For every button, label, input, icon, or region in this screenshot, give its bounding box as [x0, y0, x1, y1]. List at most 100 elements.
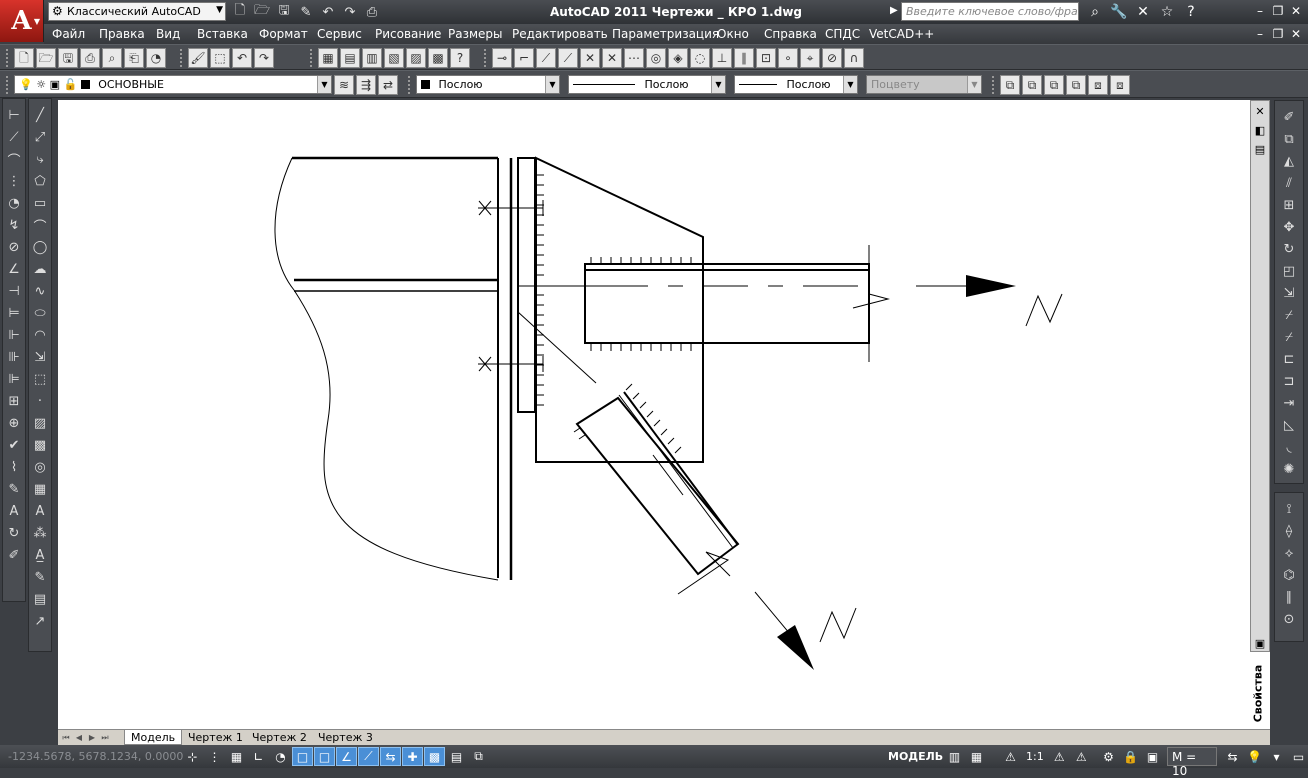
hatch-back-icon[interactable]: ⧈ — [1110, 74, 1130, 95]
tool-palettes-icon[interactable]: ▥ — [362, 47, 382, 68]
minimize-icon[interactable]: – — [1257, 4, 1263, 18]
ordinate-icon[interactable]: ⋮ — [7, 173, 21, 189]
clean-screen-icon[interactable]: ▭ — [1292, 749, 1305, 764]
bring-above-icon[interactable]: ⧉ — [1066, 74, 1086, 95]
none-snap-icon[interactable]: ⊘ — [822, 47, 842, 68]
baseline-icon[interactable]: ⊨ — [8, 305, 20, 321]
open-icon[interactable]: 🗁 — [253, 3, 271, 18]
from-icon[interactable]: ⌐ — [514, 47, 534, 68]
next-tab-icon[interactable]: ▶ — [88, 733, 96, 742]
constraint-parallel-icon[interactable]: ∥ — [1285, 589, 1293, 605]
menu-parametric[interactable]: Параметризация — [612, 27, 720, 41]
menu-draw[interactable]: Рисование — [375, 27, 442, 41]
ellipse-arc-icon[interactable]: ◠ — [34, 327, 46, 343]
copy-icon[interactable]: ⧉ — [1284, 131, 1294, 147]
properties-icon[interactable]: ▤ — [340, 47, 360, 68]
last-tab-icon[interactable]: ⏭ — [101, 733, 109, 742]
diameter-icon[interactable]: ⊘ — [8, 239, 20, 255]
quick-view-drawings-icon[interactable]: ▦ — [970, 749, 983, 764]
arc-length-icon[interactable]: ⌒ — [7, 153, 21, 169]
linetype-combo[interactable]: Послою ▼ — [568, 75, 726, 94]
point-icon[interactable]: · — [37, 393, 43, 409]
send-back-icon[interactable]: ⧉ — [1044, 74, 1064, 95]
drawing-canvas[interactable] — [58, 100, 1270, 730]
close-icon[interactable]: ✕ — [1255, 105, 1265, 118]
annotation-visibility-icon[interactable]: ⚠ — [1053, 749, 1065, 764]
node-icon[interactable]: ∘ — [778, 47, 798, 68]
rectangle-icon[interactable]: ▭ — [33, 195, 47, 211]
table-icon[interactable]: ▦ — [33, 481, 47, 497]
continue-icon[interactable]: ⊩ — [8, 327, 20, 343]
linear-dim-icon[interactable]: ⊢ — [8, 107, 20, 123]
infer-constraints-icon[interactable]: ⊹ — [187, 749, 198, 764]
toolbar-grip[interactable] — [180, 48, 184, 67]
plot-icon[interactable]: ⎙ — [80, 47, 100, 68]
palette-icon[interactable]: ▣ — [1254, 637, 1266, 650]
toolbar-grip[interactable] — [992, 75, 996, 94]
radius-icon[interactable]: ◔ — [8, 195, 20, 211]
circle-icon[interactable]: ◯ — [32, 239, 48, 255]
polygon-icon[interactable]: ⬠ — [34, 173, 46, 189]
lineweight-combo[interactable]: Послою ▼ — [734, 75, 858, 94]
tools-icon[interactable]: 🔧 — [1110, 4, 1128, 20]
ellipse-icon[interactable]: ⬭ — [34, 305, 46, 321]
tolerance-icon[interactable]: ⊞ — [8, 393, 20, 409]
publish-icon[interactable]: ⎗ — [124, 47, 144, 68]
undo-icon[interactable]: ↶ — [232, 47, 252, 68]
tab-layout-3[interactable]: Чертеж 3 — [318, 731, 373, 744]
angular-icon[interactable]: ∠ — [8, 261, 20, 277]
polar-tracking-icon[interactable]: ◔ — [275, 749, 286, 764]
menu-help[interactable]: Справка — [764, 27, 817, 41]
palette-menu-icon[interactable]: ▤ — [1254, 143, 1266, 156]
toolbar-grip[interactable] — [6, 75, 10, 94]
grid-display-icon[interactable]: ▦ — [230, 749, 243, 764]
first-tab-icon[interactable]: ⏮ — [62, 733, 70, 742]
menu-file[interactable]: Файл — [52, 27, 86, 41]
color-combo[interactable]: Послою ▼ — [416, 75, 560, 94]
coordinates-readout[interactable]: -1234.5678, 5678.1234, 0.0000 — [8, 750, 184, 763]
chamfer-icon[interactable]: ◺ — [1284, 417, 1294, 433]
midpoint-icon[interactable]: ⟋ — [558, 47, 578, 68]
make-current-icon[interactable]: ⇶ — [356, 74, 376, 95]
hatch-icon[interactable]: ▨ — [33, 415, 47, 431]
perpendicular-icon[interactable]: ⊥ — [712, 47, 732, 68]
mirror-icon[interactable]: ◭ — [1284, 153, 1294, 169]
vetcad-icon[interactable]: ⇆ — [1227, 749, 1238, 764]
tray-settings-icon[interactable]: ▾ — [1273, 749, 1280, 764]
exchange-icon[interactable]: ✕ — [1137, 4, 1149, 20]
jogged-linear-icon[interactable]: ⌇ — [10, 459, 18, 475]
intersection-icon[interactable]: ✕ — [580, 47, 600, 68]
object-snap-tracking-icon[interactable]: ∠ — [336, 747, 357, 766]
text-icon[interactable]: A — [35, 503, 45, 519]
menu-format[interactable]: Формат — [259, 27, 308, 41]
allow-ducs-icon[interactable]: ⟋ — [358, 747, 379, 766]
break-at-point-icon[interactable]: ⊐ — [1283, 373, 1295, 389]
properties-palette-label[interactable]: Свойства — [1251, 664, 1265, 723]
quick-view-layouts-icon[interactable]: ▥ — [948, 749, 961, 764]
space-icon[interactable]: ⊪ — [8, 349, 20, 365]
star-icon[interactable]: ☆ — [1160, 4, 1174, 20]
apparent-intersection-icon[interactable]: ✕ — [602, 47, 622, 68]
aligned-dim-icon[interactable]: ⟋ — [9, 129, 19, 145]
jogged-icon[interactable]: ↯ — [8, 217, 20, 233]
menu-modify[interactable]: Редактировать — [512, 27, 608, 41]
ortho-mode-icon[interactable]: ∟ — [253, 749, 264, 764]
center-icon[interactable]: ◎ — [646, 47, 666, 68]
mtext-style-icon[interactable]: A̲ — [35, 547, 45, 563]
transparency-icon[interactable]: ▩ — [424, 747, 445, 766]
drawing-svg[interactable] — [58, 100, 1270, 730]
lineweight-icon[interactable]: ✚ — [402, 747, 423, 766]
constraint-coincident-icon[interactable]: ⟟ — [1286, 501, 1292, 517]
tab-layout-2[interactable]: Чертеж 2 — [252, 731, 307, 744]
scale-icon[interactable]: ◰ — [1282, 263, 1296, 279]
array-icon[interactable]: ⊞ — [1283, 197, 1295, 213]
save-icon[interactable]: 🖫 — [58, 47, 78, 68]
open-icon[interactable]: 🗁 — [36, 47, 56, 68]
layer-previous-icon[interactable]: ⇄ — [378, 74, 398, 95]
table-style-icon[interactable]: ▤ — [33, 591, 47, 607]
stretch-icon[interactable]: ⇲ — [1283, 285, 1295, 301]
constraint-concentric-icon[interactable]: ⟡ — [1284, 545, 1294, 561]
insert-icon[interactable]: ⇲ — [34, 349, 46, 365]
menu-vetcad[interactable]: VetCAD++ — [869, 27, 935, 41]
minimize-icon[interactable]: – — [1257, 27, 1263, 41]
